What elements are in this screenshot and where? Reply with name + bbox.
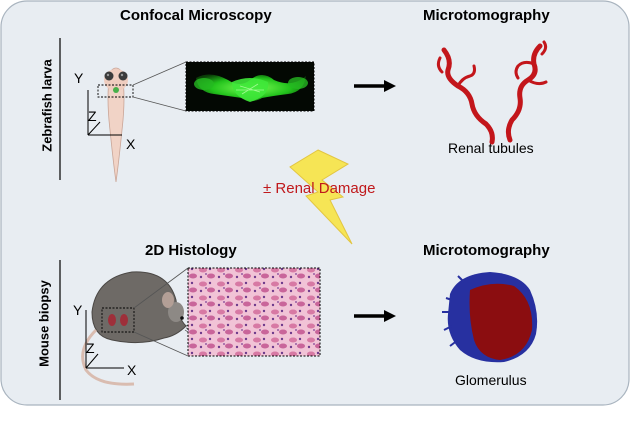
zebrafish-illustration (97, 67, 134, 183)
histology-image (187, 267, 321, 357)
top-axis-y-label: Y (74, 70, 84, 86)
mouse-label: Mouse biopsy (36, 280, 52, 367)
bottom-axis-y-label: Y (73, 302, 83, 318)
glomerulus-render (442, 272, 538, 363)
bottom-axis-x-label: X (127, 362, 137, 378)
lightning-bolt-icon (289, 149, 353, 245)
mouse-illustration (81, 271, 197, 386)
zebrafish-label: Zebrafish larva (39, 59, 55, 152)
renal-damage-label: ± Renal Damage (263, 180, 376, 197)
zoom-line-top-lower (132, 96, 187, 112)
bottom-axis-z-label: Z (86, 340, 95, 356)
glomerulus-caption: Glomerulus (455, 372, 527, 388)
zoom-line-bottom-lower (133, 331, 189, 357)
zoom-line-bottom-upper (133, 267, 189, 309)
renal-tubules-caption: Renal tubules (448, 140, 534, 156)
renal-tubules-render (436, 40, 548, 145)
bottom-arrow (354, 310, 396, 322)
top-axis-z-label: Z (88, 108, 97, 124)
top-axes (87, 90, 122, 136)
top-axis-x-label: X (126, 136, 136, 152)
zoom-line-top-upper (132, 61, 187, 86)
bottom-axes (85, 310, 124, 369)
confocal-image (185, 61, 315, 112)
confocal-header: Confocal Microscopy (120, 7, 272, 24)
histology-header: 2D Histology (145, 242, 237, 259)
top-arrow (354, 80, 396, 92)
microtomography-top-header: Microtomography (423, 7, 550, 24)
microtomography-bottom-header: Microtomography (423, 242, 550, 259)
